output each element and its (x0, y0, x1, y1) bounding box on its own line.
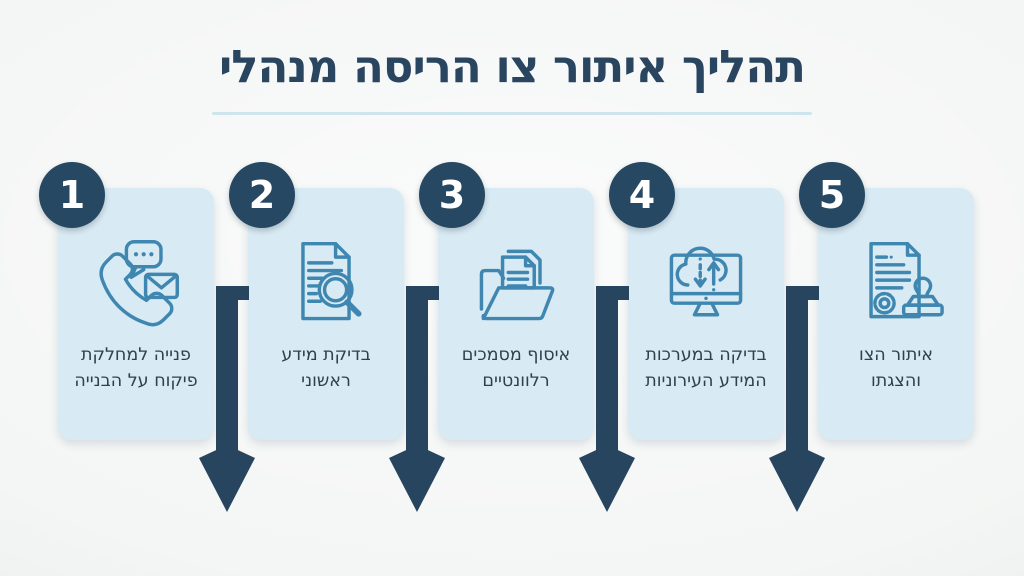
monitor-cloud-sync-icon (658, 236, 754, 332)
down-arrow (389, 286, 445, 512)
step-label: פנייה למחלקת פיקוח על הבנייה (74, 345, 198, 391)
folder-documents-icon (468, 236, 564, 332)
step-number: 1 (58, 173, 86, 217)
step-number-badge: 2 (229, 162, 295, 228)
document-search-icon (278, 236, 374, 332)
step-number: 3 (438, 173, 466, 217)
down-arrow (769, 286, 825, 512)
step-card-4: 4 בדיקה במערכות המידע העירוניות (609, 162, 784, 440)
step-number-badge: 1 (39, 162, 105, 228)
step-card-5: 5 איתור הצו והצגתו (799, 162, 974, 440)
phone-contact-icon (88, 236, 184, 332)
step-card-1: 1 פנייה למחלקת פיקוח על הבנייה (39, 162, 214, 440)
step-card-2: 2 בדיקת מידע ראשוני (229, 162, 404, 440)
step-label: בדיקה במערכות המידע העירוניות (645, 345, 767, 391)
step-label: איתור הצו והצגתו (859, 345, 933, 391)
step-number-badge: 5 (799, 162, 865, 228)
title-underline (212, 112, 812, 115)
down-arrow (199, 286, 255, 512)
down-arrow (579, 286, 635, 512)
step-number: 5 (818, 173, 846, 217)
step-card-3: 3 איסוף מסמכים רלוונטיים (419, 162, 594, 440)
step-number: 4 (628, 173, 656, 217)
step-number-badge: 3 (419, 162, 485, 228)
step-label: איסוף מסמכים רלוונטיים (461, 345, 571, 391)
step-number: 2 (248, 173, 276, 217)
step-number-badge: 4 (609, 162, 675, 228)
document-stamp-icon (848, 236, 944, 332)
step-label: בדיקת מידע ראשוני (281, 345, 371, 391)
page-title: תהליך איתור צו הריסה מנהלי (218, 40, 806, 93)
